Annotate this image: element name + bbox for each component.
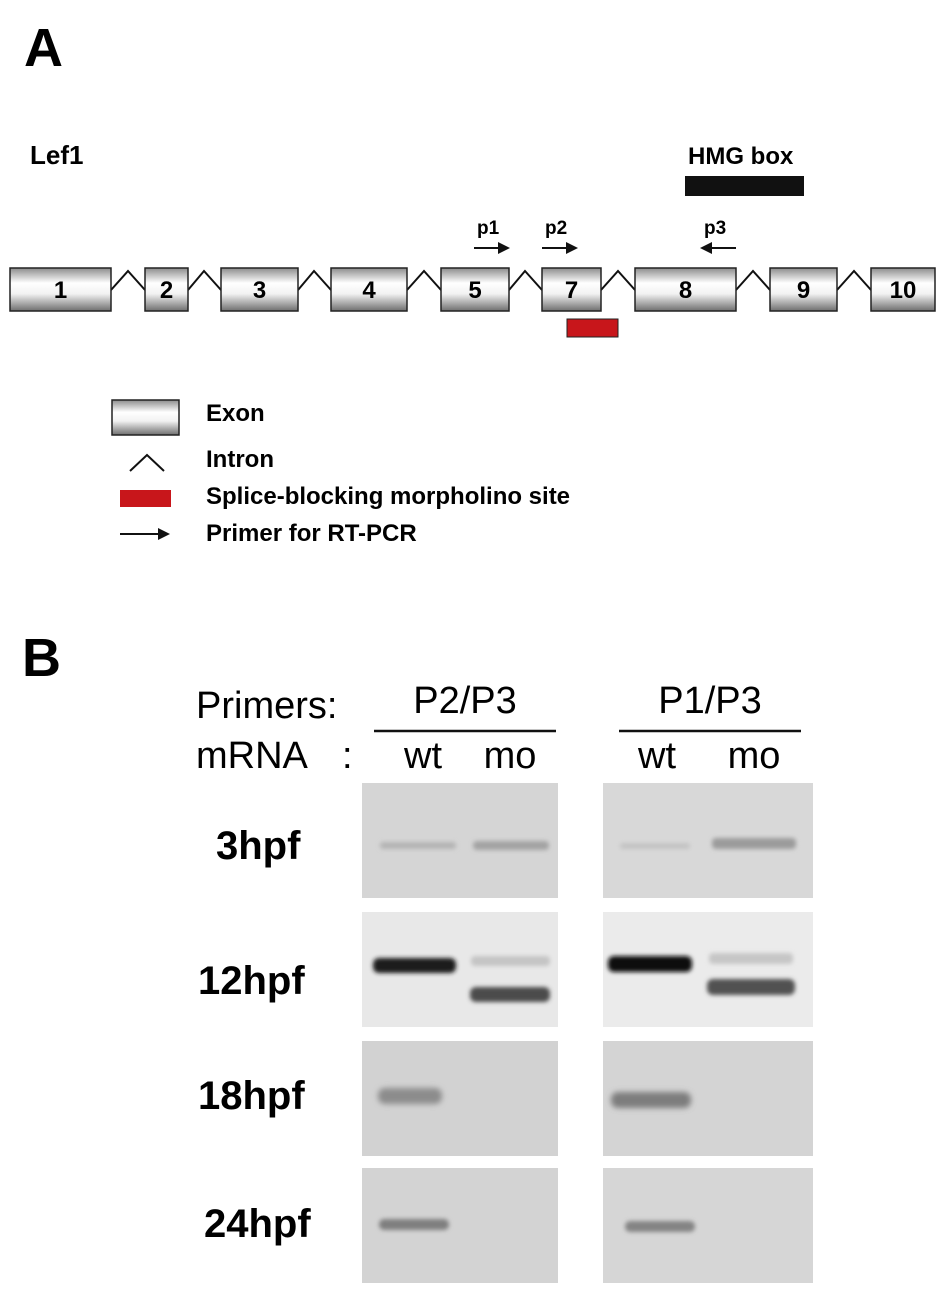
exon-1-label: 1 bbox=[54, 277, 67, 304]
band bbox=[611, 1092, 691, 1108]
band bbox=[378, 1088, 442, 1104]
exon-9: 9 bbox=[769, 267, 838, 312]
exon-4-label: 4 bbox=[362, 277, 376, 304]
legend-primer-label: Primer for RT-PCR bbox=[206, 520, 417, 547]
mrna-colon: : bbox=[342, 735, 353, 777]
group-p2p3-label: P2/P3 bbox=[413, 680, 517, 722]
legend: Exon Intron Splice-blocking morpholino s… bbox=[111, 399, 570, 547]
exon-3: 3 bbox=[220, 267, 299, 312]
row-label-18hpf: 18hpf bbox=[198, 1074, 305, 1118]
row-label-24hpf: 24hpf bbox=[204, 1202, 311, 1246]
gel-18hpf-p2p3 bbox=[362, 1041, 558, 1156]
band bbox=[380, 842, 456, 849]
legend-intron-swatch bbox=[129, 453, 165, 472]
introns bbox=[110, 269, 872, 291]
gel-3hpf-p1p3 bbox=[603, 783, 813, 898]
gene-name: Lef1 bbox=[30, 140, 83, 170]
legend-primer-arrow-icon bbox=[120, 528, 170, 540]
band bbox=[373, 958, 456, 973]
primer-p1-label: p1 bbox=[477, 218, 500, 239]
primers-header: Primers: bbox=[196, 685, 337, 727]
panel-a-letter: A bbox=[24, 18, 63, 78]
gel-18hpf-p1p3 bbox=[603, 1041, 813, 1156]
band bbox=[608, 956, 692, 972]
exon-5-label: 5 bbox=[468, 277, 481, 304]
legend-exon-label: Exon bbox=[206, 400, 265, 427]
band bbox=[379, 1219, 449, 1230]
exon-8: 8 bbox=[634, 267, 737, 312]
band bbox=[709, 953, 793, 964]
hmg-box-bar bbox=[685, 176, 804, 196]
exon-10-label: 10 bbox=[890, 277, 917, 304]
morpholino-site-marker bbox=[566, 318, 619, 338]
band bbox=[473, 841, 549, 850]
legend-intron-label: Intron bbox=[206, 446, 274, 473]
hmg-box-label: HMG box bbox=[688, 143, 794, 170]
panel-b-letter: B bbox=[22, 628, 61, 688]
exon-3-label: 3 bbox=[253, 277, 266, 304]
exon-10: 10 bbox=[870, 267, 936, 312]
gel-3hpf-p2p3 bbox=[362, 783, 558, 898]
band bbox=[471, 956, 550, 966]
band bbox=[625, 1221, 695, 1232]
exon-2-label: 2 bbox=[160, 277, 173, 304]
lane-wt-p2p3: wt bbox=[403, 735, 442, 777]
gel-24hpf-p1p3 bbox=[603, 1168, 813, 1283]
legend-morpholino-label: Splice-blocking morpholino site bbox=[206, 483, 570, 510]
gel-24hpf-p2p3 bbox=[362, 1168, 558, 1283]
primer-p3: p3 bbox=[700, 218, 736, 254]
exon-2: 2 bbox=[144, 267, 189, 312]
row-label-12hpf: 12hpf bbox=[198, 959, 305, 1003]
exon-8-label: 8 bbox=[679, 277, 692, 304]
band bbox=[620, 843, 690, 849]
exon-4: 4 bbox=[330, 267, 408, 312]
exon-7: 7 bbox=[541, 267, 602, 312]
gel-12hpf-p1p3 bbox=[603, 912, 813, 1027]
lane-wt-p1p3: wt bbox=[637, 735, 676, 777]
exon-7-label: 7 bbox=[565, 277, 578, 304]
primer-p3-label: p3 bbox=[704, 218, 726, 239]
band bbox=[712, 838, 796, 849]
mrna-header: mRNA bbox=[196, 735, 309, 777]
band bbox=[470, 987, 550, 1002]
exon-1: 1 bbox=[9, 267, 112, 312]
row-label-3hpf: 3hpf bbox=[216, 824, 301, 868]
gel-12hpf-p2p3 bbox=[362, 912, 558, 1027]
group-p1p3-label: P1/P3 bbox=[658, 680, 762, 722]
exon-9-label: 9 bbox=[797, 277, 810, 304]
exon-5: 5 bbox=[440, 267, 510, 312]
primer-p2-label: p2 bbox=[545, 218, 567, 239]
lane-mo-p1p3: mo bbox=[728, 735, 781, 777]
legend-exon-swatch bbox=[111, 399, 180, 436]
primer-p2: p2 bbox=[542, 218, 578, 254]
lane-mo-p2p3: mo bbox=[484, 735, 537, 777]
primer-p1: p1 bbox=[474, 218, 510, 254]
band bbox=[707, 979, 795, 995]
legend-morpholino-swatch bbox=[120, 490, 171, 507]
